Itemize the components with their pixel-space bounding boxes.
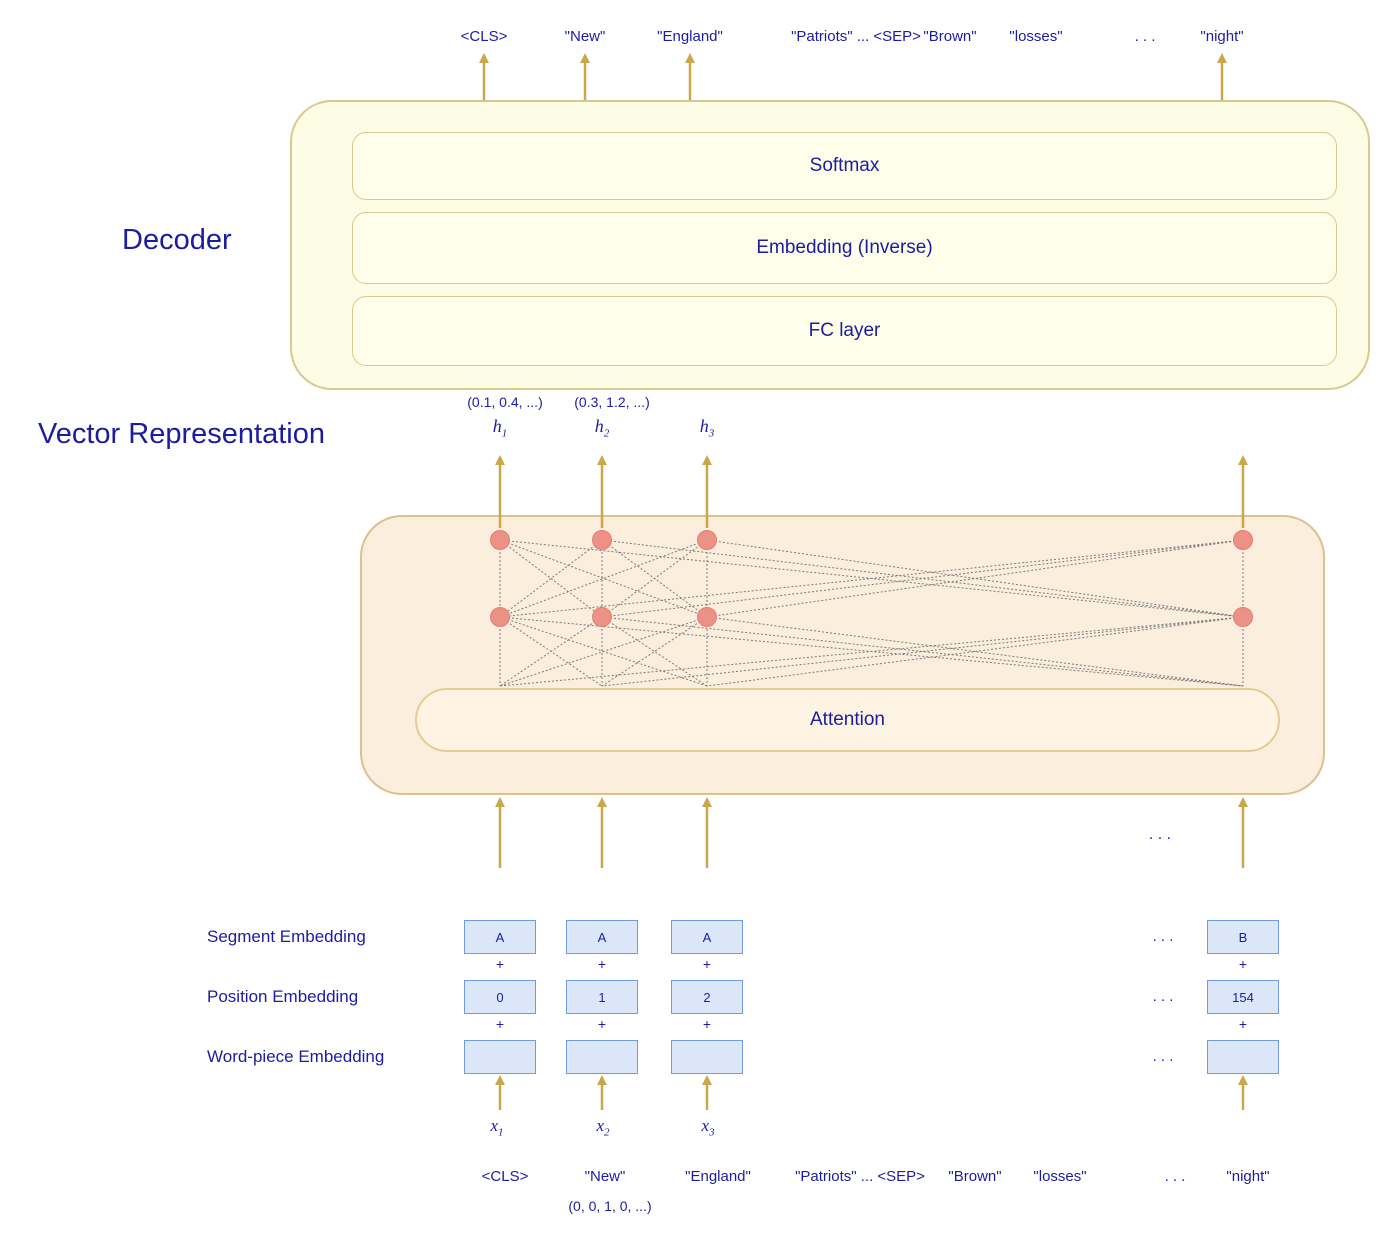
plus-sign: +	[702, 1016, 712, 1032]
attention-box: Attention	[415, 688, 1280, 752]
plus-sign: +	[702, 956, 712, 972]
position-embedding-box: 1	[566, 980, 638, 1014]
output-token-cls: <CLS>	[460, 28, 508, 45]
segment-embedding-label: Segment Embedding	[207, 927, 366, 946]
hidden-vector-value-2: (0.3, 1.2, ...)	[574, 394, 650, 410]
input-token-brown: "Brown"	[948, 1168, 1002, 1185]
input-label-x1: x1	[490, 1116, 504, 1139]
position-embedding-box: 2	[671, 980, 743, 1014]
wordpiece-embedding-label: Word-piece Embedding	[207, 1047, 385, 1066]
decoder-output-arrows	[479, 53, 1227, 100]
input-token-england: "England"	[685, 1168, 751, 1185]
input-label-x2: x2	[596, 1116, 610, 1139]
position-embedding-box: 0	[464, 980, 536, 1014]
output-token-brown: "Brown"	[923, 28, 977, 45]
wordpiece-input-arrows	[495, 1075, 1248, 1110]
input-token-night: "night"	[1226, 1168, 1270, 1185]
decoder-layer-fc: FC layer	[352, 296, 1337, 366]
position-row-ellipsis: . . .	[1152, 988, 1174, 1005]
decoder-layer-softmax: Softmax	[352, 132, 1337, 200]
encoder-node	[1233, 607, 1253, 627]
plus-sign: +	[495, 1016, 505, 1032]
segment-embedding-box: A	[464, 920, 536, 954]
plus-sign: +	[1238, 1016, 1248, 1032]
input-label-x3: x3	[701, 1116, 715, 1139]
position-embedding-label: Position Embedding	[207, 987, 359, 1006]
hidden-label-h3: h3	[699, 416, 715, 440]
output-token-patriots-sep: "Patriots" ... <SEP>	[791, 28, 921, 45]
vector-representation-label: Vector Representation	[38, 418, 325, 450]
plus-sign: +	[597, 1016, 607, 1032]
encoder-input-ellipsis: . . .	[1148, 826, 1172, 843]
input-token-patriots-sep: "Patriots" ... <SEP>	[795, 1168, 925, 1185]
position-embedding-box: 154	[1207, 980, 1279, 1014]
plus-sign: +	[597, 956, 607, 972]
input-token-losses: "losses"	[1033, 1168, 1087, 1185]
encoder-node	[697, 530, 717, 550]
decoder-layer-embedding-inverse: Embedding (Inverse)	[352, 212, 1337, 284]
output-token-new: "New"	[564, 28, 606, 45]
segment-embedding-box: A	[671, 920, 743, 954]
encoder-node	[592, 607, 612, 627]
segment-row-ellipsis: . . .	[1152, 928, 1174, 945]
wordpiece-embedding-box	[1207, 1040, 1279, 1074]
input-token-ellipsis: . . .	[1164, 1168, 1186, 1185]
decoder-label: Decoder	[122, 224, 232, 256]
hidden-vector-value-1: (0.1, 0.4, ...)	[467, 394, 543, 410]
input-token-cls: <CLS>	[481, 1168, 529, 1185]
output-token-losses: "losses"	[1009, 28, 1063, 45]
output-token-ellipsis: . . .	[1134, 28, 1156, 45]
encoder-node	[1233, 530, 1253, 550]
encoder-node	[592, 530, 612, 550]
output-token-england: "England"	[657, 28, 723, 45]
encoder-input-arrows	[495, 797, 1248, 868]
wordpiece-embedding-box	[671, 1040, 743, 1074]
hidden-label-h1: h1	[492, 416, 508, 440]
wordpiece-row-ellipsis: . . .	[1152, 1048, 1174, 1065]
hidden-label-h2: h2	[594, 416, 610, 440]
wordpiece-embedding-box	[464, 1040, 536, 1074]
segment-embedding-box: B	[1207, 920, 1279, 954]
encoder-node	[490, 607, 510, 627]
wordpiece-embedding-box	[566, 1040, 638, 1074]
encoder-node	[490, 530, 510, 550]
segment-embedding-box: A	[566, 920, 638, 954]
output-token-night: "night"	[1200, 28, 1244, 45]
encoder-box	[360, 515, 1325, 795]
plus-sign: +	[495, 956, 505, 972]
one-hot-vector-label: (0, 0, 1, 0, ...)	[568, 1198, 652, 1214]
plus-sign: +	[1238, 956, 1248, 972]
input-token-new: "New"	[584, 1168, 626, 1185]
encoder-node	[697, 607, 717, 627]
decoder-box: Softmax Embedding (Inverse) FC layer	[290, 100, 1370, 390]
